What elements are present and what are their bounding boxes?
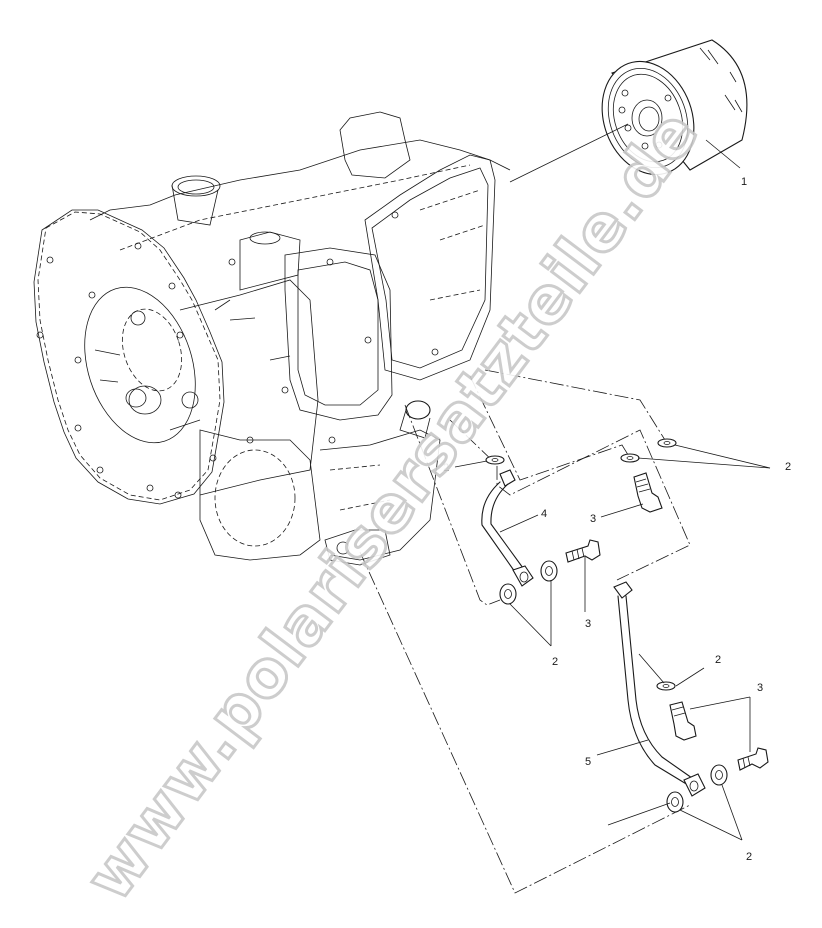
washers[interactable] [485, 438, 728, 813]
callout-2-washers-upper-right: 2 [785, 461, 792, 473]
callout-2-washers-middle: 2 [552, 656, 559, 668]
oil-line-5[interactable] [613, 581, 706, 797]
callout-leaders [454, 444, 771, 841]
callout-3-banjo-bolts-lower: 3 [757, 682, 764, 694]
engine-crankcase [33, 111, 511, 566]
callout-3-banjo-bolt: 3 [590, 513, 597, 525]
callout-5-oil-line: 5 [585, 756, 592, 768]
callout-1-oil-filter: 1 [741, 176, 748, 188]
banjo-bolts[interactable] [565, 472, 769, 771]
callout-2-washer: 2 [443, 462, 450, 474]
oil-filter[interactable] [587, 39, 748, 188]
callout-2-washer-lower: 2 [715, 654, 722, 666]
callout-3-banjo-bolt-middle: 3 [585, 618, 592, 630]
filter-leader-line [509, 123, 629, 183]
assembly-lines [359, 369, 691, 894]
callout-2-washers-bottom: 2 [746, 851, 753, 863]
oil-line-4[interactable] [481, 469, 534, 587]
callout-4-oil-line: 4 [541, 508, 548, 520]
